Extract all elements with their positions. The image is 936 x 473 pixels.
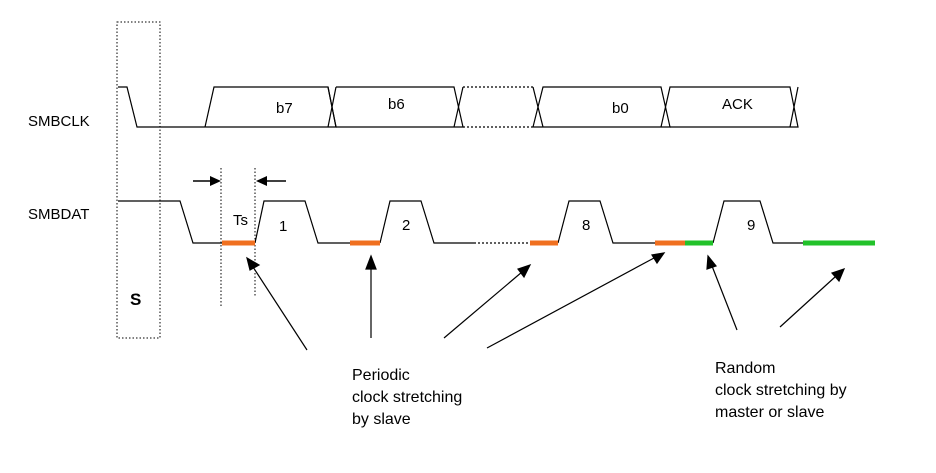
bit-label-ack: ACK [722, 96, 753, 113]
pulse-label-9: 9 [747, 217, 755, 234]
random-arrows [706, 254, 846, 331]
bit-label-b0: b0 [612, 100, 629, 117]
ts-arrow-left [193, 176, 221, 186]
random-annotation-line-3: master or slave [715, 404, 824, 421]
bit-label-b7: b7 [276, 100, 293, 117]
start-label: S [130, 290, 141, 309]
smbclk-waveform [118, 86, 799, 128]
pulse-label-1: 1 [279, 218, 287, 235]
ts-label: Ts [233, 212, 248, 229]
bit-label-b6: b6 [388, 96, 405, 113]
periodic-annotation-line-1: Periodic [352, 367, 410, 384]
ts-arrow-right [256, 176, 286, 186]
smbclk-label: SMBCLK [28, 113, 90, 130]
pulse-label-8: 8 [582, 217, 590, 234]
random-annotation-line-1: Random [715, 360, 775, 377]
periodic-annotation-line-2: clock stretching [352, 389, 462, 406]
periodic-annotation-line-3: by slave [352, 411, 411, 428]
start-condition-box [116, 21, 161, 339]
random-annotation-line-2: clock stretching by [715, 382, 847, 399]
periodic-arrows [246, 252, 666, 351]
smbdat-waveform [118, 200, 803, 244]
smbdat-label: SMBDAT [28, 206, 89, 223]
pulse-label-2: 2 [402, 217, 410, 234]
